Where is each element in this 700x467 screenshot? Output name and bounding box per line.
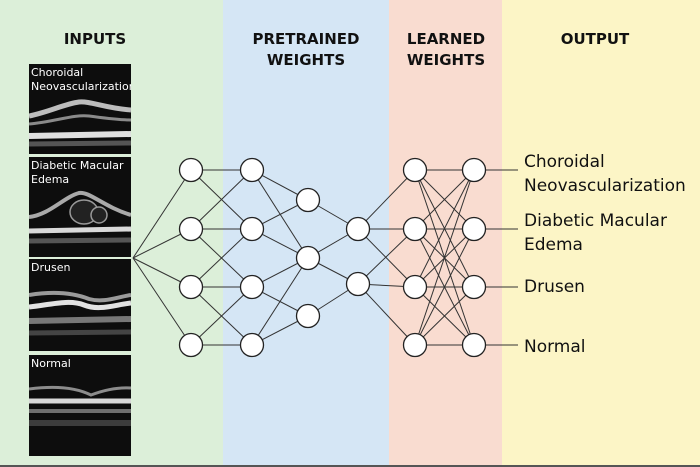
- input-label-drusen: Drusen: [31, 261, 70, 275]
- oct-scan-image: [29, 190, 131, 244]
- bottom-border: [0, 465, 700, 467]
- edge-3-4: [357, 228, 416, 285]
- input-edge: [132, 169, 192, 259]
- header-learned-line2: WEIGHTS: [406, 51, 486, 69]
- input-label-line1: Choroidal: [31, 66, 84, 79]
- header-pretrained-line2: WEIGHTS: [266, 51, 346, 69]
- edge-4-5: [414, 286, 475, 346]
- input-scan-drusen: Drusen: [29, 259, 131, 351]
- input-scan-diabetic-macular-edema: Diabetic Macular Edema: [29, 157, 131, 257]
- network-node: [295, 303, 321, 329]
- network-node: [295, 187, 321, 213]
- header-pretrained-line1: PRETRAINED: [252, 30, 360, 48]
- header-output: OUTPUT: [535, 29, 655, 50]
- network-node: [402, 332, 428, 358]
- network-node: [402, 157, 428, 183]
- network-node: [461, 157, 487, 183]
- input-label-choroidal: Choroidal Neovascularization: [31, 66, 131, 94]
- output-label-line1: Normal: [524, 337, 586, 357]
- edge-4-5: [414, 169, 475, 346]
- network-nodes: [178, 157, 487, 358]
- network-node: [239, 216, 265, 242]
- network-node: [402, 216, 428, 242]
- input-label-normal: Normal: [31, 357, 71, 371]
- output-label-choroidal-neovascularization: Choroidal Neovascularization: [524, 150, 686, 198]
- header-learned-weights: LEARNED WEIGHTS: [392, 29, 500, 71]
- header-output-text: OUTPUT: [560, 30, 630, 48]
- input-scan-normal: Normal: [29, 355, 131, 456]
- input-label-line1: Normal: [31, 357, 71, 370]
- edge-0-1: [190, 228, 253, 288]
- network-node: [402, 274, 428, 300]
- edge-3-4: [357, 283, 416, 346]
- network-node: [178, 332, 204, 358]
- output-label-drusen: Drusen: [524, 275, 585, 299]
- network-node: [345, 216, 371, 242]
- network-edges: [132, 169, 518, 346]
- output-label-diabetic-macular-edema: Diabetic Macular Edema: [524, 209, 667, 257]
- network-node: [461, 274, 487, 300]
- network-node: [239, 157, 265, 183]
- edge-1-2: [251, 257, 309, 346]
- network-node: [178, 274, 204, 300]
- edge-4-5: [414, 169, 475, 288]
- edge-0-1: [190, 169, 253, 230]
- header-inputs-text: INPUTS: [63, 30, 127, 48]
- output-label-line2: Neovascularization: [524, 176, 686, 196]
- network-node: [461, 216, 487, 242]
- network-node: [461, 332, 487, 358]
- network-node: [178, 216, 204, 242]
- edge-4-5: [414, 169, 475, 230]
- edge-3-4: [357, 169, 416, 230]
- input-label-diabetic: Diabetic Macular Edema: [31, 159, 124, 187]
- input-label-line1: Drusen: [31, 261, 71, 274]
- network-node: [295, 245, 321, 271]
- edge-4-5: [414, 228, 475, 346]
- header-learned-line1: LEARNED: [406, 30, 486, 48]
- output-label-line2: Edema: [524, 235, 583, 255]
- network-node: [178, 157, 204, 183]
- input-label-line2: Edema: [31, 173, 70, 186]
- output-label-line1: Choroidal: [524, 152, 605, 172]
- oct-scan-image: [29, 385, 131, 426]
- edge-0-1: [190, 286, 253, 346]
- network-node: [345, 271, 371, 297]
- network-node: [239, 332, 265, 358]
- edge-3-4: [357, 228, 416, 288]
- edge-1-2: [251, 169, 309, 259]
- output-label-normal: Normal: [524, 335, 586, 359]
- oct-scan-image: [29, 290, 131, 336]
- input-scan-choroidal-neovascularization: Choroidal Neovascularization: [29, 64, 131, 154]
- header-pretrained-weights: PRETRAINED WEIGHTS: [229, 29, 383, 71]
- input-label-line1: Diabetic Macular: [31, 159, 124, 172]
- network-node: [239, 274, 265, 300]
- oct-scan-image: [29, 99, 131, 147]
- output-label-line1: Diabetic Macular: [524, 211, 667, 231]
- input-label-line2: Neovascularization: [31, 80, 131, 93]
- input-edge: [132, 257, 192, 346]
- header-inputs: INPUTS: [30, 29, 160, 50]
- output-label-line1: Drusen: [524, 277, 585, 297]
- output-band: [502, 0, 700, 465]
